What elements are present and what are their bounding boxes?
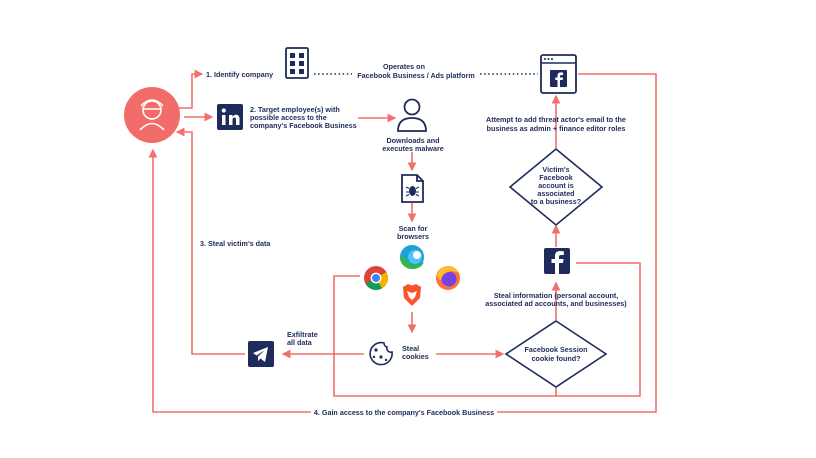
victim-label-3: account is xyxy=(538,181,574,190)
downloads-label-1: Downloads and xyxy=(386,136,439,145)
session-label-1: Facebook Session xyxy=(524,345,587,354)
malware-file-icon xyxy=(401,174,424,203)
steal-info-label-2: associated ad accounts, and businesses) xyxy=(485,299,627,308)
exfiltrate-label-2: all data xyxy=(287,338,313,347)
attempt-label-2: business as admin + finance editor roles xyxy=(487,124,626,133)
session-cookie-decision xyxy=(504,320,608,388)
user-icon xyxy=(397,98,427,132)
downloads-label-2: executes malware xyxy=(382,144,444,153)
step-target-label-1: 2. Target employee(s) with xyxy=(250,105,340,114)
session-label-2: cookie found? xyxy=(531,354,580,363)
brave-icon xyxy=(403,284,421,306)
step-target-label-2: possible access to the xyxy=(250,113,327,122)
victim-label-5: to a business? xyxy=(531,197,581,206)
arrow-to-identify xyxy=(170,69,204,109)
victim-business-decision xyxy=(508,147,604,227)
arrow-steal-data xyxy=(175,127,245,355)
hacker-icon xyxy=(124,87,180,143)
building-icon xyxy=(285,47,309,79)
attempt-label-1: Attempt to add threat actor's email to t… xyxy=(486,115,626,124)
cookie-icon xyxy=(369,341,393,366)
step-gain-access-label: 4. Gain access to the company's Facebook… xyxy=(314,408,494,417)
steal-cookies-label-2: cookies xyxy=(402,352,429,361)
step-identify-label: 1. Identify company xyxy=(206,70,273,79)
exfiltrate-label-1: Exfiltrate xyxy=(287,330,318,339)
scan-label-1: Scan for xyxy=(399,224,428,233)
telegram-icon xyxy=(248,341,274,367)
step-steal-data-label: 3. Steal victim's data xyxy=(200,239,271,248)
chrome-icon xyxy=(364,266,389,291)
scan-label-2: browsers xyxy=(397,232,429,241)
firefox-icon xyxy=(436,266,460,290)
victim-label-1: Victim's xyxy=(542,165,569,174)
loop-facebook-right xyxy=(556,262,641,397)
arrow-gain-access xyxy=(148,73,657,413)
step-steal-data-label-knockout xyxy=(197,238,275,249)
facebook-browser-icon xyxy=(540,54,577,94)
step-target-label-3: company's Facebook Business xyxy=(250,121,357,130)
steal-info-label-1: Steal information (personal account, xyxy=(494,291,619,300)
connectors xyxy=(148,69,657,413)
loop-back-to-browsers xyxy=(333,275,557,397)
steal-cookies-label-1: Steal xyxy=(402,344,419,353)
facebook-icon xyxy=(544,248,570,274)
victim-label-2: Facebook xyxy=(539,173,573,182)
victim-label-4: associated xyxy=(537,189,574,198)
operates-label-2: Facebook Business / Ads platform xyxy=(357,71,475,80)
edge-icon xyxy=(400,245,424,269)
operates-label-1: Operates on xyxy=(383,62,425,71)
linkedin-icon xyxy=(217,104,243,130)
step-gain-access-label-knockout xyxy=(310,407,498,418)
